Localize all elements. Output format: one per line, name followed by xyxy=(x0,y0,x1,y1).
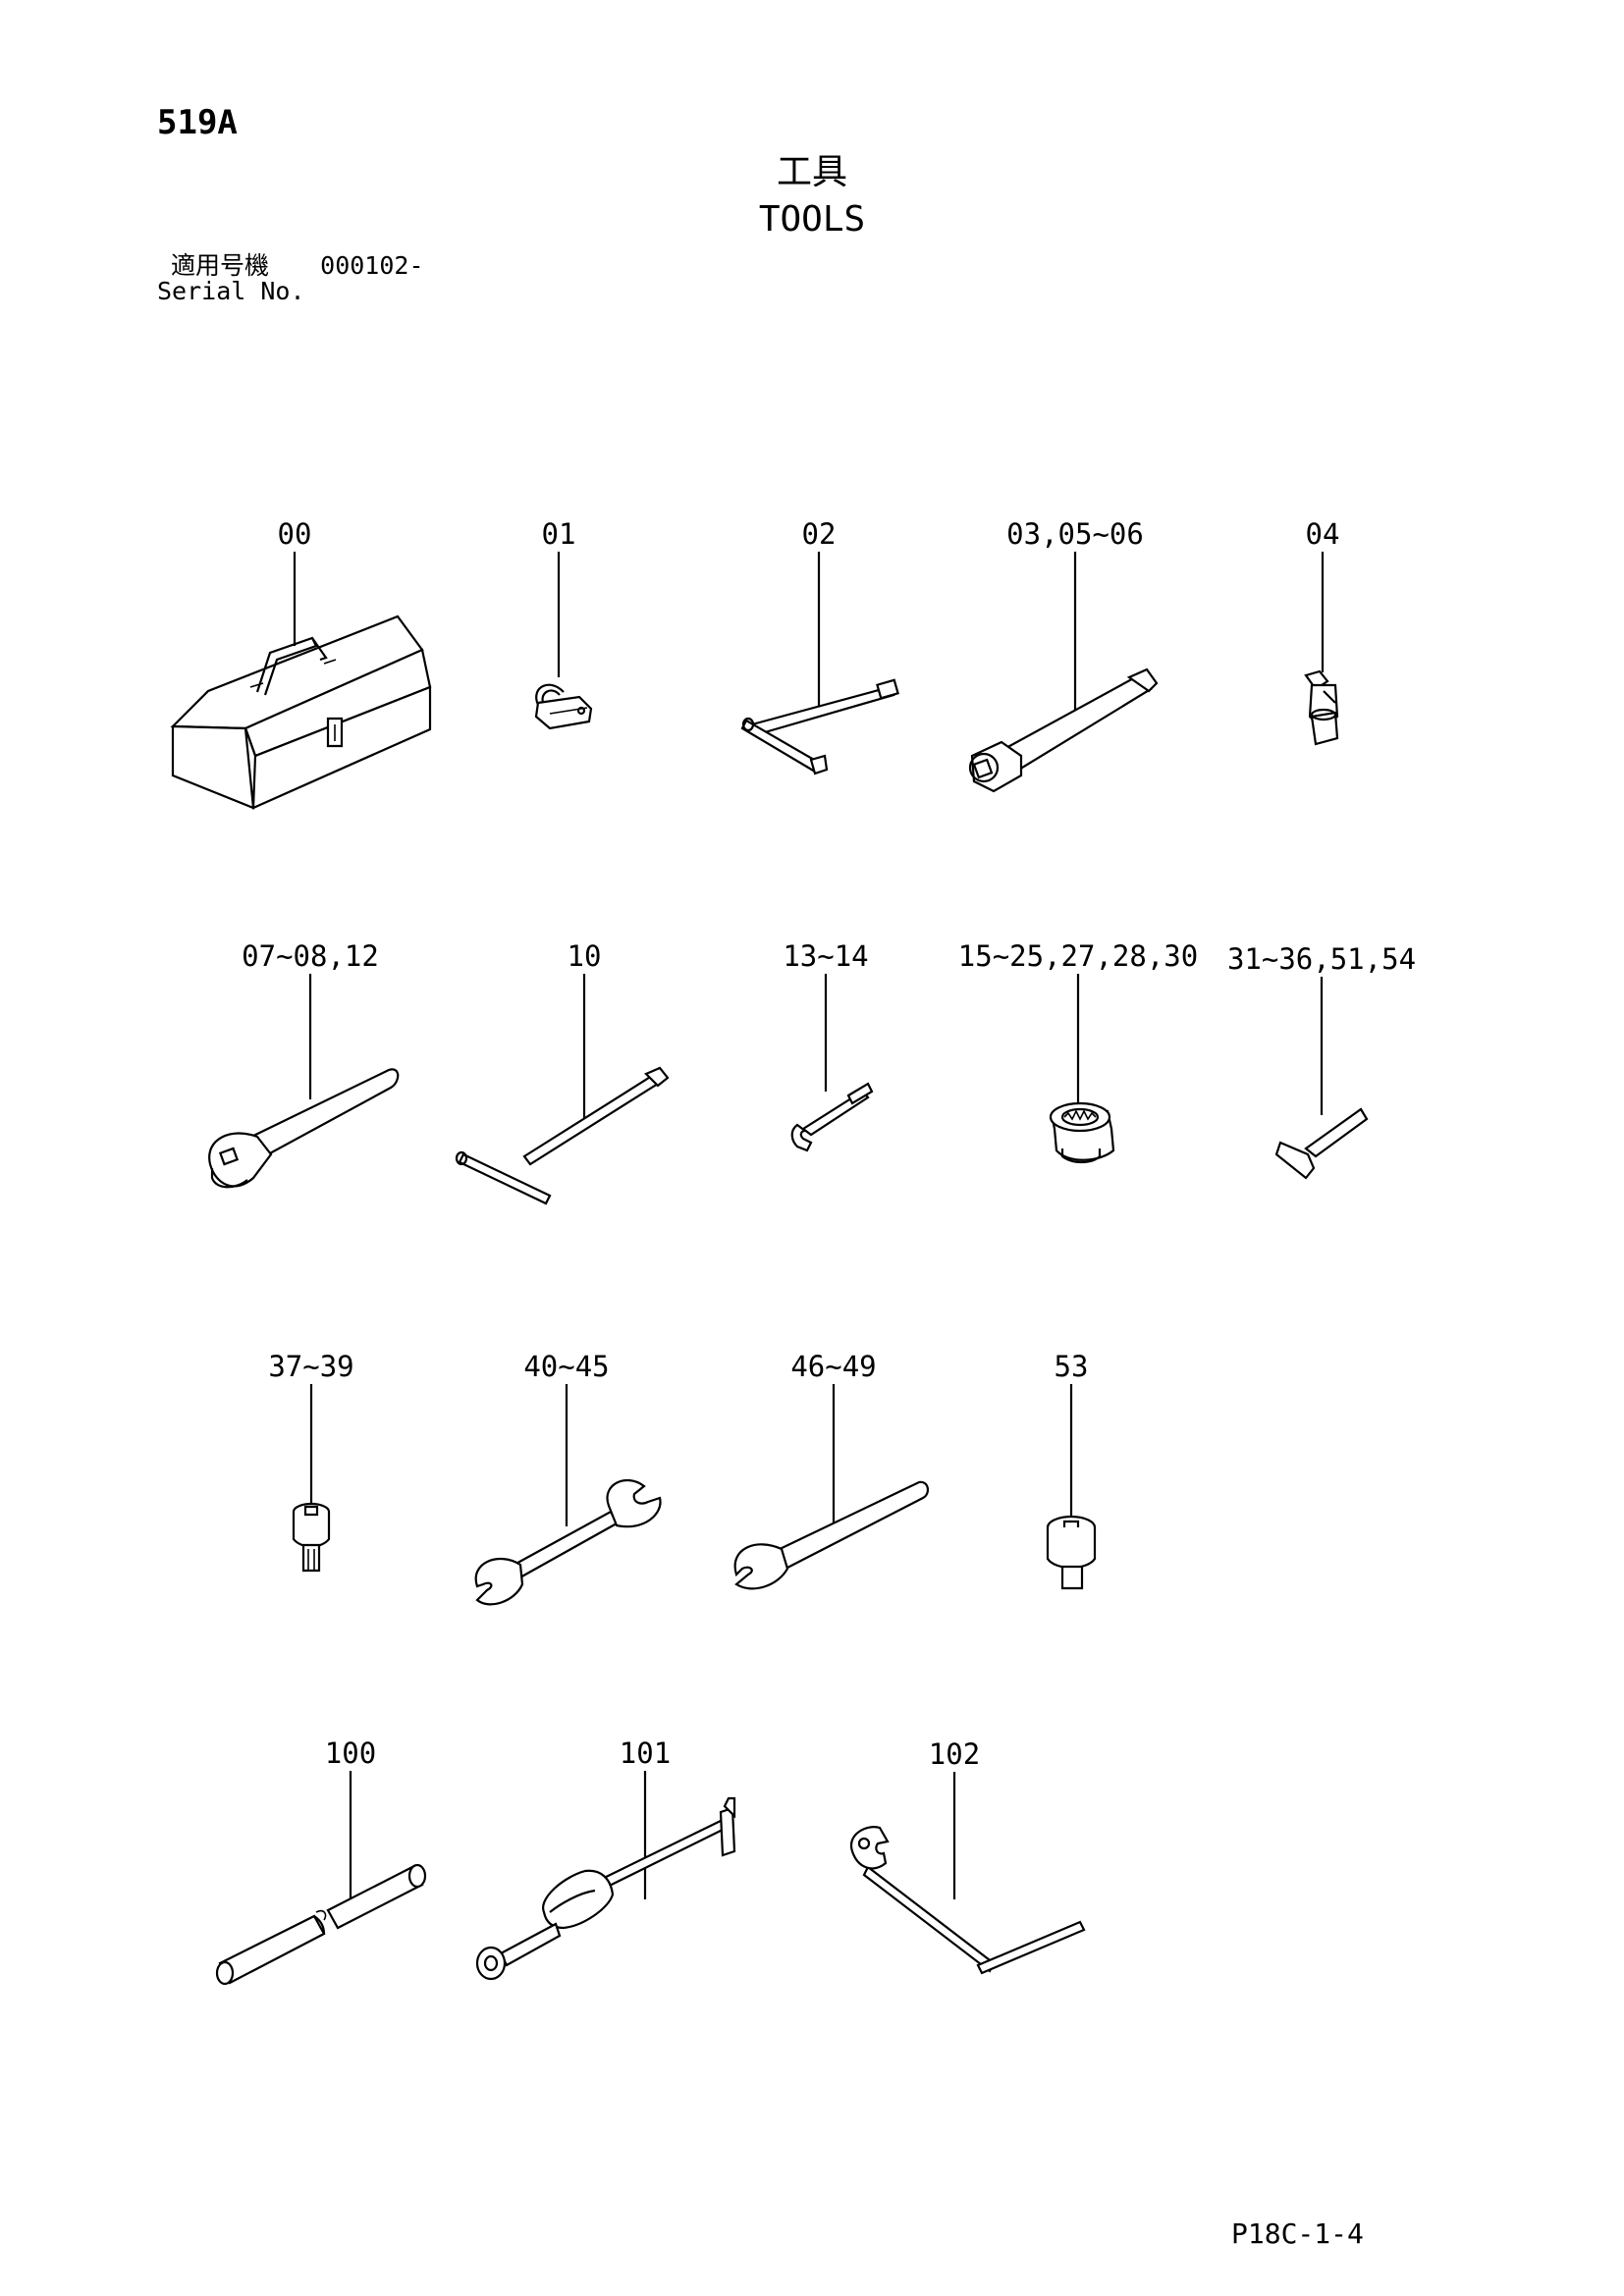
title-japanese: 工具 xyxy=(776,152,847,192)
spanner-bar-drawing xyxy=(851,1827,1084,1973)
callout-46-49: 46~49 xyxy=(790,1350,877,1383)
callout-101: 101 xyxy=(619,1736,672,1770)
serial-label-ja-text: 適用号機 xyxy=(171,251,270,280)
leader-lines xyxy=(295,552,1323,1899)
hex-key-drawing xyxy=(792,1084,872,1150)
callout-15-30: 15~25,27,28,30 xyxy=(957,939,1199,973)
ratchet-drawing xyxy=(209,1069,398,1187)
bar-drawing xyxy=(217,1865,425,1984)
callout-01: 01 xyxy=(541,517,576,551)
spanner-double-drawing xyxy=(476,1480,661,1604)
serial-label-japanese: 適用号機 000102- xyxy=(171,253,424,278)
callout-53: 53 xyxy=(1054,1350,1089,1383)
socket-adaptor-drawing xyxy=(1048,1517,1095,1588)
spanner-single-drawing xyxy=(735,1482,928,1589)
toolbox-drawing xyxy=(173,616,430,808)
allen-key-drawing xyxy=(1276,1109,1367,1178)
socket-extension-drawing xyxy=(970,669,1157,791)
bit-socket-drawing xyxy=(294,1504,329,1571)
callout-102: 102 xyxy=(928,1737,981,1771)
callout-31-54: 31~36,51,54 xyxy=(1226,942,1417,976)
t-wrench-drawing xyxy=(742,680,898,774)
t-handle-drawing xyxy=(457,1068,668,1203)
callout-04: 04 xyxy=(1305,517,1340,551)
callout-02: 02 xyxy=(801,517,837,551)
callout-10: 10 xyxy=(567,939,602,973)
title-english: TOOLS xyxy=(758,199,866,240)
callout-07-08-12: 07~08,12 xyxy=(242,939,379,973)
callout-03-05-06: 03,05~06 xyxy=(1006,517,1144,551)
serial-label-english: Serial No. xyxy=(157,277,305,305)
padlock-drawing xyxy=(536,685,591,728)
callout-00: 00 xyxy=(277,517,312,551)
serial-value: 000102- xyxy=(320,251,424,280)
callout-100: 100 xyxy=(324,1736,377,1770)
callout-13-14: 13~14 xyxy=(783,939,869,973)
callout-37-39: 37~39 xyxy=(268,1350,354,1383)
callout-40-45: 40~45 xyxy=(523,1350,610,1383)
slide-hammer-drawing xyxy=(477,1798,734,1979)
page-number: 519A xyxy=(157,103,238,142)
universal-joint-drawing xyxy=(1306,671,1337,744)
socket-drawing xyxy=(1051,1103,1113,1162)
footer-code: P18C-1-4 xyxy=(1231,2217,1364,2250)
